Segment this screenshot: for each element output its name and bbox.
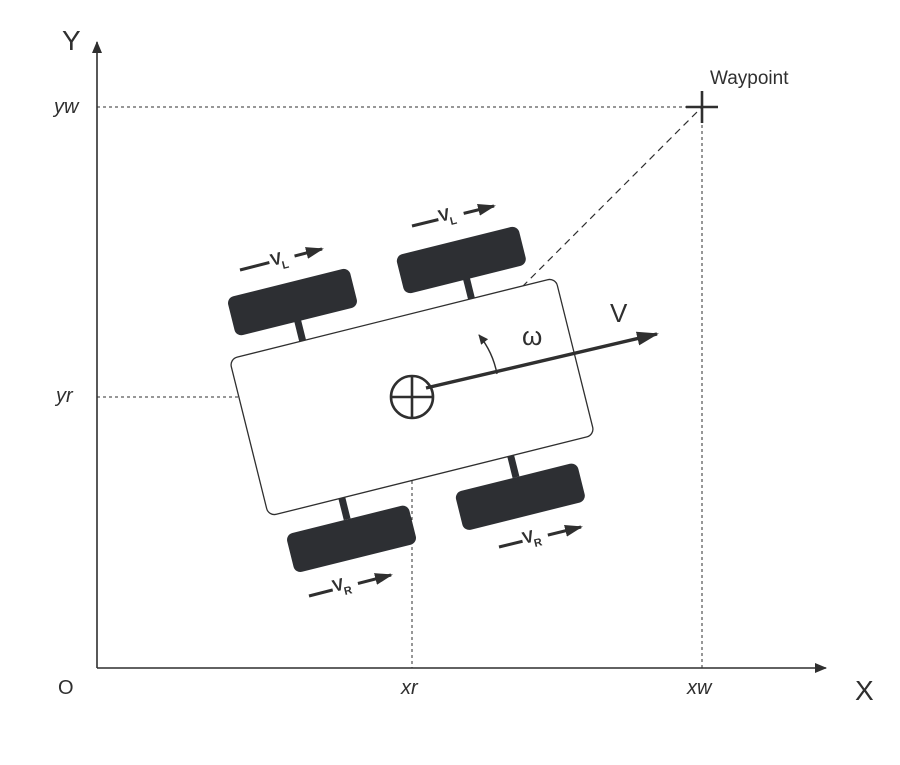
x-axis-label: X xyxy=(855,675,874,706)
wheel-label-vl-2-sub: L xyxy=(449,215,459,228)
wheel-label-vr-1-sub: R xyxy=(343,584,354,598)
wheel-left-front xyxy=(228,268,357,336)
waypoint-label: Waypoint xyxy=(710,68,789,89)
wheel-left-rear xyxy=(396,226,526,294)
wheel-label-vl-2: V xyxy=(436,205,452,226)
wheel-velocity-left-rear: V L xyxy=(411,198,496,228)
axle-rear-right xyxy=(507,455,520,479)
wheel-label-vr-2-sub: R xyxy=(533,536,544,550)
yw-label: yw xyxy=(52,96,80,118)
wheel-velocity-right-front: V R xyxy=(308,567,393,598)
velocity-arrow xyxy=(425,331,659,390)
origin-label: O xyxy=(58,677,74,699)
axle-front-left xyxy=(293,318,307,342)
heading-to-waypoint-line xyxy=(411,106,703,398)
wheel-right-rear xyxy=(455,463,585,530)
wheel-label-vr-1: V xyxy=(330,575,346,596)
wheel-velocity-right-rear: V R xyxy=(498,519,583,550)
robot-center-marker xyxy=(389,374,435,420)
yr-label: yr xyxy=(54,385,74,407)
angular-label: ω xyxy=(522,321,542,351)
wheel-label-vl-1-sub: L xyxy=(281,259,291,272)
axle-front-right xyxy=(338,497,351,521)
xr-label: xr xyxy=(400,677,419,699)
wheel-label-vl-1: V xyxy=(268,249,284,270)
axle-rear-left xyxy=(462,276,475,300)
xw-label: xw xyxy=(686,677,713,699)
wheel-right-front xyxy=(287,505,417,573)
y-axis-label: Y xyxy=(62,25,81,56)
wheel-velocity-left-front: V L xyxy=(239,241,324,272)
velocity-label: V xyxy=(610,298,628,328)
angular-arc xyxy=(478,334,498,375)
wheel-label-vr-2: V xyxy=(520,527,536,548)
